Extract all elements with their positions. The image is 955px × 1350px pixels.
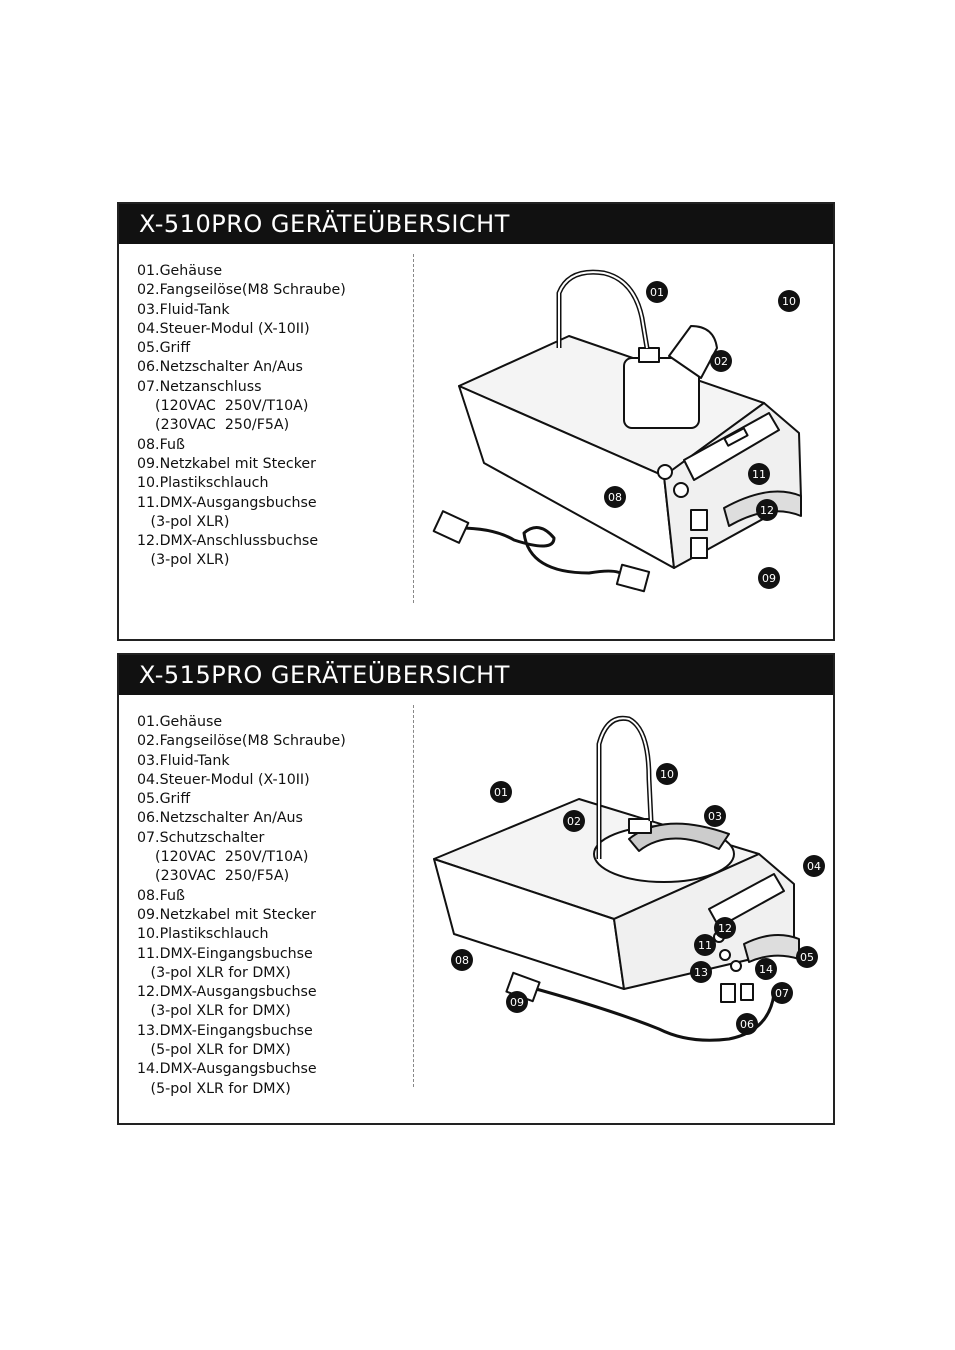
legend-item: (3-pol XLR) (137, 513, 230, 530)
callout-11: 11 (752, 468, 766, 481)
legend-item: 01.Gehäuse (137, 714, 223, 730)
callout-12: 12 (718, 922, 732, 935)
legend-item: 06.Netzschalter An/Aus (137, 810, 303, 827)
legend-item: (5-pol XLR for DMX) (137, 1080, 291, 1097)
panel-title: X-510PRO GERÄTEÜBERSICHT (119, 204, 833, 244)
callout-09: 09 (510, 996, 524, 1009)
legend-item: (5-pol XLR for DMX) (137, 1042, 291, 1059)
legend-item: (3-pol XLR) (137, 552, 230, 569)
legend-item: 14.DMX-Ausgangsbuchse (137, 1061, 317, 1078)
legend-item: 07.Schutzschalter (137, 829, 265, 846)
callouts: 01 02 03 04 05 06 07 08 09 10 11 12 (604, 281, 800, 589)
callout-09: 09 (762, 572, 776, 585)
legend-item: 04.Steuer-Modul (X-10II) (137, 771, 310, 788)
callout-07: 07 (775, 987, 789, 1000)
callouts: 01 02 03 04 05 06 07 08 09 10 11 12 13 1… (451, 763, 825, 1035)
legend-item: 12.DMX-Ausgangsbuchse (137, 984, 317, 1001)
legend-item: 03.Fluid-Tank (137, 301, 230, 318)
callout-13: 13 (694, 966, 708, 979)
callout-10: 10 (660, 768, 674, 781)
legend-item: 04.Steuer-Modul (X-10II) (137, 320, 310, 337)
legend-item: 10.Plastikschlauch (137, 926, 269, 943)
fog-machine-diagram: 01 02 03 04 05 06 07 08 09 10 11 12 13 1… (433, 715, 825, 1042)
legend-item: (3-pol XLR for DMX) (137, 964, 291, 981)
legend-item: 09.Netzkabel mit Stecker (137, 455, 316, 472)
legend-item: 08.Fuß (137, 887, 185, 904)
legend-item: 05.Griff (137, 340, 191, 357)
legend-item: (120VAC 250V/T10A) (137, 398, 309, 415)
parts-legend: 01.Gehäuse 02.Fangseilöse(M8 Schraube) 0… (137, 713, 346, 1099)
callout-08: 08 (455, 954, 469, 967)
callout-08: 08 (608, 491, 622, 504)
parts-legend: 01.Gehäuse 02.Fangseilöse(M8 Schraube) 0… (137, 262, 346, 571)
legend-item: (3-pol XLR for DMX) (137, 1003, 291, 1020)
callout-04: 04 (807, 860, 821, 873)
fog-machine-diagram: 01 02 03 04 05 06 07 08 09 10 11 12 (432, 269, 802, 593)
legend-item: (120VAC 250V/T10A) (137, 849, 309, 866)
callout-10: 10 (782, 295, 796, 308)
callout-02: 02 (567, 815, 581, 828)
legend-item: 07.Netzanschluss (137, 378, 262, 395)
legend-item: 08.Fuß (137, 436, 185, 453)
legend-item: 12.DMX-Anschlussbuchse (137, 533, 319, 550)
callout-12: 12 (760, 504, 774, 517)
dashed-divider (413, 705, 414, 1087)
callout-14: 14 (759, 963, 773, 976)
callout-11: 11 (698, 939, 712, 952)
callout-02: 02 (714, 355, 728, 368)
panel-x510pro: X-510PRO GERÄTEÜBERSICHT 01.Gehäuse 02.F… (117, 202, 835, 641)
legend-item: 11.DMX-Eingangsbuchse (137, 945, 313, 962)
panel-title: X-515PRO GERÄTEÜBERSICHT (119, 655, 833, 695)
legend-item: 09.Netzkabel mit Stecker (137, 906, 316, 923)
legend-item: (230VAC 250/F5A) (137, 417, 290, 434)
legend-item: 11.DMX-Ausgangsbuchse (137, 494, 317, 511)
legend-item: 02.Fangseilöse(M8 Schraube) (137, 733, 346, 750)
legend-item: 13.DMX-Eingangsbuchse (137, 1022, 313, 1039)
callout-03: 03 (708, 810, 722, 823)
callout-06: 06 (740, 1018, 754, 1031)
legend-item: 01.Gehäuse (137, 263, 223, 279)
legend-item: 06.Netzschalter An/Aus (137, 359, 303, 376)
callout-01: 01 (494, 786, 508, 799)
legend-item: 03.Fluid-Tank (137, 752, 230, 769)
legend-item: (230VAC 250/F5A) (137, 868, 290, 885)
legend-item: 05.Griff (137, 791, 191, 808)
callout-01: 01 (650, 286, 664, 299)
legend-item: 10.Plastikschlauch (137, 475, 269, 492)
panel-x515pro: X-515PRO GERÄTEÜBERSICHT 01.Gehäuse 02.F… (117, 653, 835, 1125)
legend-item: 02.Fangseilöse(M8 Schraube) (137, 282, 346, 299)
callout-05: 05 (800, 951, 814, 964)
dashed-divider (413, 254, 414, 603)
